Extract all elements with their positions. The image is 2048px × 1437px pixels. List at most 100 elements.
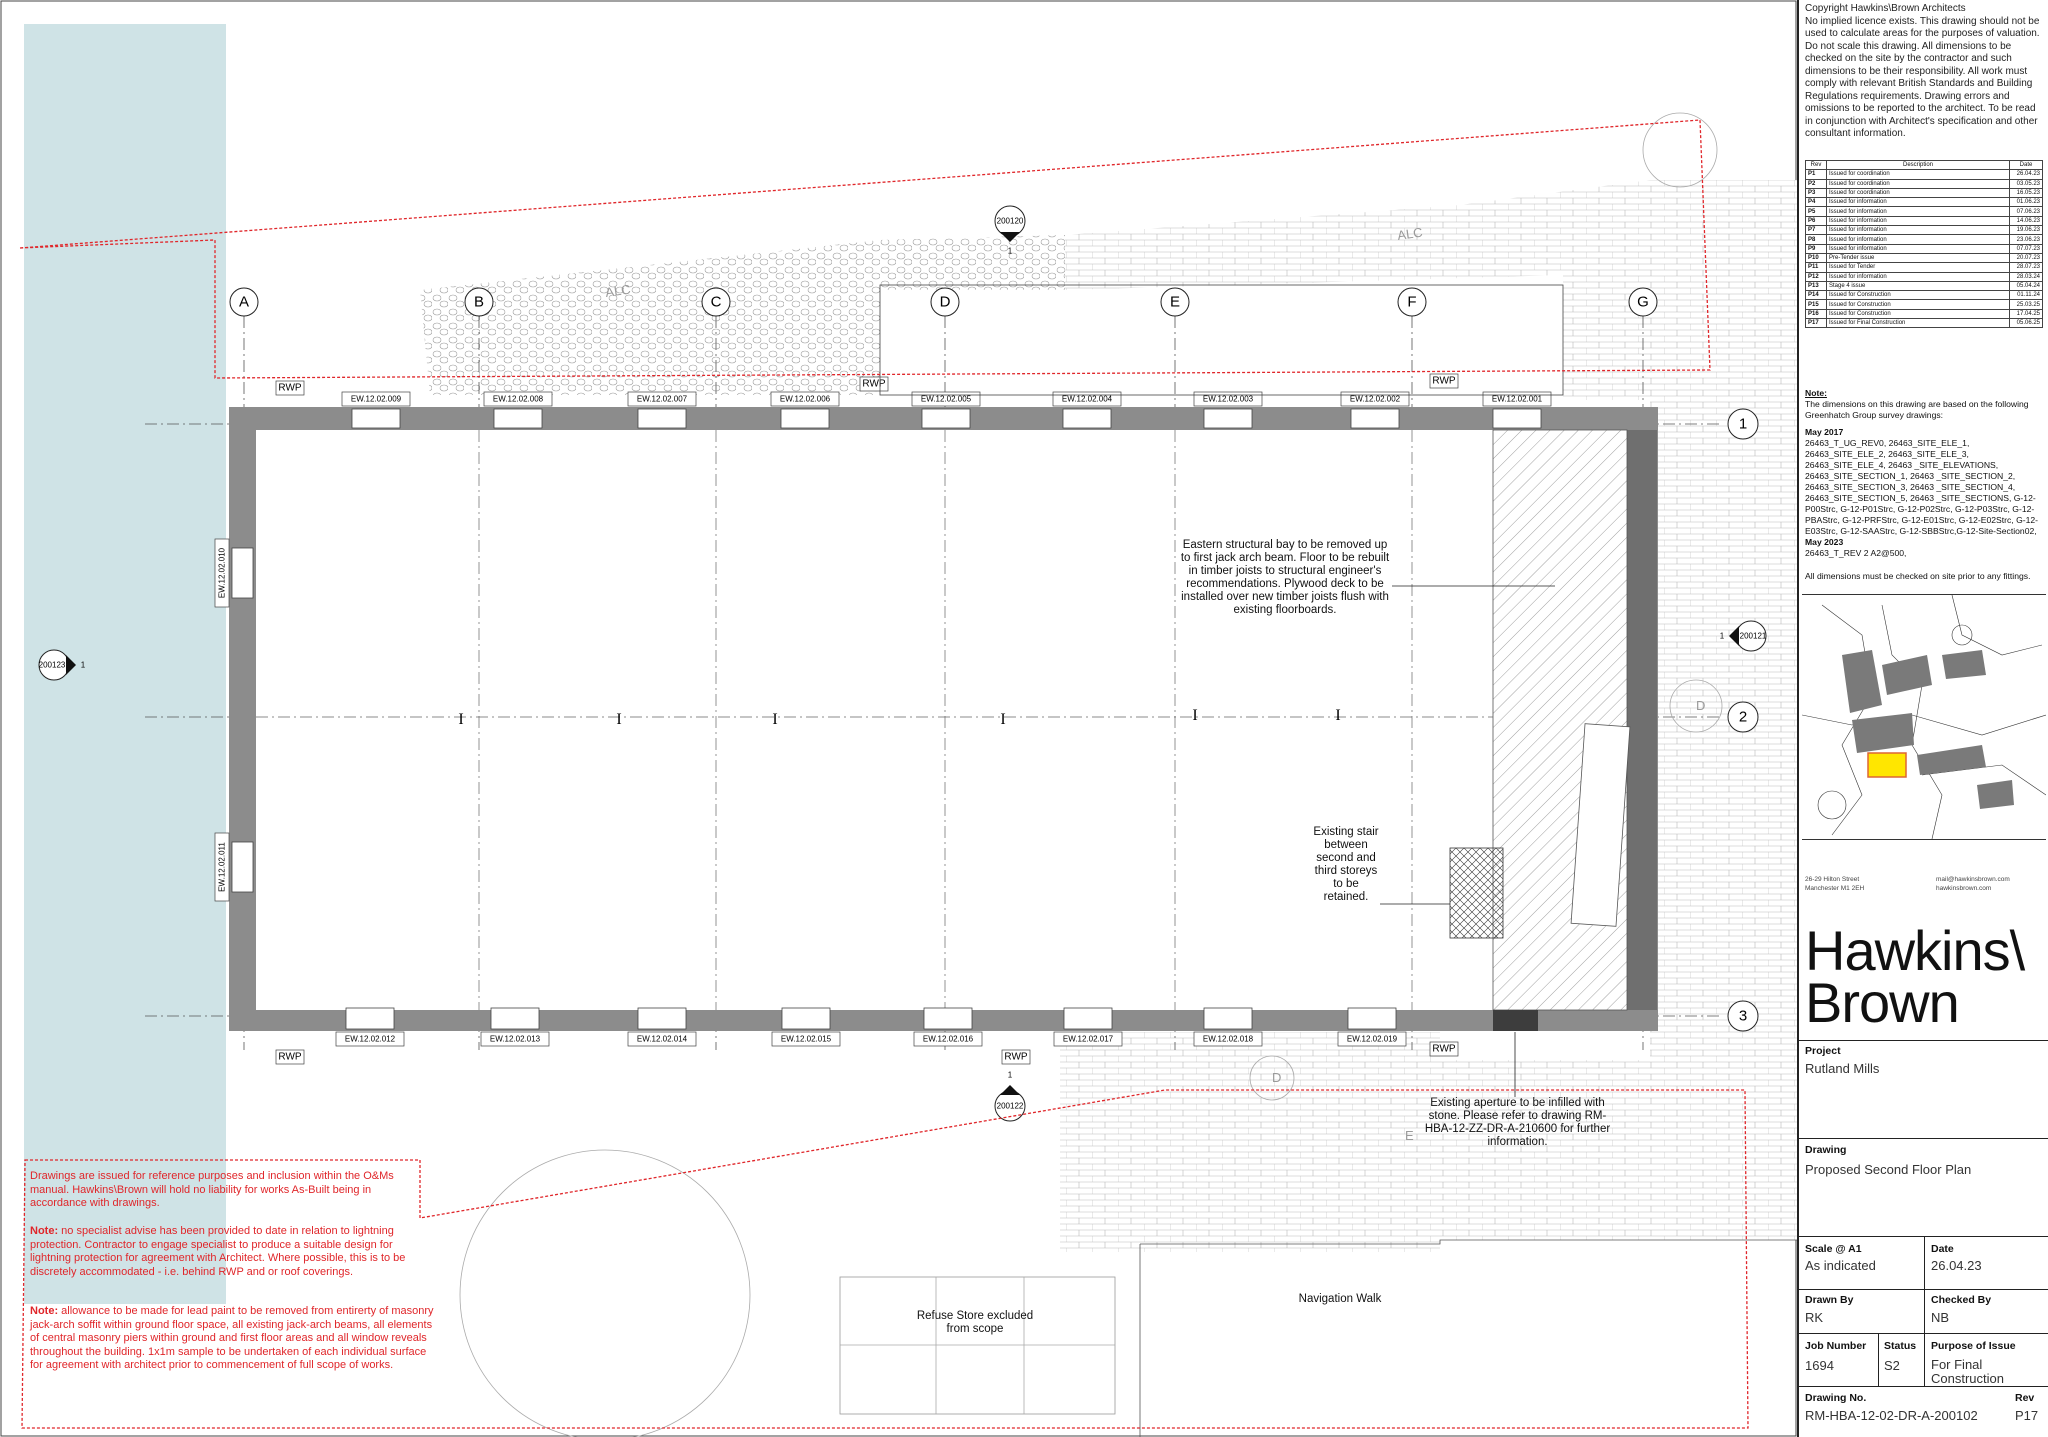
revision-cell: Pre-Tender issue	[1826, 252, 2010, 264]
project-box	[1799, 1040, 2048, 1041]
logo-line-2: Brown	[1805, 971, 1960, 1034]
rwp-tag: RWP	[278, 383, 301, 394]
south-window-tag: EW.12.02.012	[345, 1035, 396, 1044]
lightning-note: Note: no specialist advise has been prov…	[30, 1225, 415, 1279]
notes-may2017: May 2017	[1805, 427, 1844, 437]
notes-may2017-list: 26463_T_UG_REV0, 26463_SITE_ELE_1, 26463…	[1805, 438, 2039, 536]
grid-row-2: 2	[1739, 709, 1747, 726]
status-label: Status	[1884, 1340, 1917, 1352]
drawingno-value: RM-HBA-12-02-DR-A-200102	[1805, 1408, 1978, 1423]
refuse-store-note: Refuse Store excluded from scope	[916, 1310, 1034, 1335]
revision-cell: P14	[1805, 290, 1827, 301]
revision-cell: Issued for information	[1826, 215, 2010, 227]
north-window-tag: EW.12.02.009	[351, 395, 402, 404]
section-num-right: 1	[1720, 632, 1725, 641]
drawing-label: Drawing	[1805, 1144, 1847, 1156]
revision-cell: P13	[1805, 280, 1827, 292]
revision-cell: 23.06.23	[2009, 234, 2043, 245]
survey-notes: Note: The dimensions on this drawing are…	[1805, 388, 2045, 582]
revision-cell: P17	[1805, 318, 1827, 329]
grid-column-e: E	[1170, 294, 1180, 311]
revision-cell: 07.07.23	[2009, 243, 2043, 254]
revision-cell: P3	[1805, 187, 1827, 199]
drawn-label: Drawn By	[1805, 1294, 1854, 1306]
grid-column-d: D	[940, 294, 951, 311]
scale-value: As indicated	[1805, 1258, 1876, 1273]
west-window-tag: EW.12.02.011	[218, 842, 227, 892]
revision-cell: Stage 4 issue	[1826, 280, 2010, 292]
revision-cell: Issued for coordination	[1826, 187, 2010, 199]
svg-text:ALC: ALC	[1396, 225, 1423, 243]
aperture-note: Existing aperture to be infilled with st…	[1424, 1097, 1611, 1148]
grid-column-a: A	[239, 294, 249, 311]
key-plan	[1802, 594, 2046, 840]
purpose-value: For Final Construction	[1931, 1357, 2004, 1386]
svg-text:D: D	[1272, 1070, 1281, 1085]
section-ref-bottom: 200122	[997, 1102, 1024, 1111]
office-web: mail@hawkinsbrown.com hawkinsbrown.com	[1936, 876, 2010, 892]
rwp-tag: RWP	[1432, 1044, 1455, 1055]
revision-cell: Issued for Construction	[1826, 299, 2010, 310]
drawn-box	[1799, 1289, 2048, 1290]
revision-cell: Issued for information	[1826, 225, 2010, 236]
revision-cell: Issued for Construction	[1826, 308, 2010, 320]
revision-cell: 25.03.25	[2009, 299, 2043, 310]
south-window-tag: EW.12.02.017	[1063, 1035, 1114, 1044]
site-labels: ALC ALC D D E	[604, 225, 1705, 1143]
grid-column-f: F	[1407, 294, 1416, 311]
aperture-infill	[1493, 1010, 1538, 1031]
south-windows	[345, 1007, 1397, 1030]
rwp-tag: RWP	[1004, 1052, 1027, 1063]
revision-cell: Issued for information	[1826, 243, 2010, 254]
svg-text:E: E	[1405, 1128, 1414, 1143]
svg-text:I: I	[1192, 707, 1197, 724]
svg-text:D: D	[1696, 698, 1705, 713]
grid-lines-interior	[256, 430, 1493, 1010]
building-interior	[256, 430, 1628, 1010]
leader-lines	[1380, 585, 1555, 1097]
revision-cell: P6	[1805, 215, 1827, 227]
svg-text:I: I	[1000, 711, 1005, 728]
section-marker-left: 200123 1	[38, 649, 86, 681]
lead-paint-note-text: allowance to be made for lead paint to b…	[30, 1305, 434, 1372]
revision-cell: P9	[1805, 243, 1827, 254]
north-window-tag: EW.12.02.008	[493, 395, 544, 404]
south-paving	[1060, 1032, 1440, 1252]
revision-cell: P16	[1805, 308, 1827, 320]
section-marker-right: 200121 1	[1720, 620, 1767, 652]
revision-cell: 17.04.25	[2009, 308, 2043, 320]
revision-cell: 14.06.23	[2009, 215, 2043, 227]
revision-cell: 01.06.23	[2009, 197, 2043, 208]
svg-text:I: I	[458, 711, 463, 728]
grid-column-g: G	[1637, 294, 1649, 311]
svg-text:I: I	[1335, 707, 1340, 724]
section-marker-bottom: 200122 1	[994, 1071, 1026, 1122]
revision-cell: 28.03.24	[2009, 271, 2043, 282]
revision-cell: P15	[1805, 299, 1827, 310]
drawingno-label: Drawing No.	[1805, 1392, 1867, 1404]
revision-cell: 26.04.23	[2009, 169, 2043, 180]
project-value: Rutland Mills	[1805, 1061, 1880, 1076]
copyright-notice: Copyright Hawkins\Brown Architects No im…	[1805, 3, 2040, 139]
south-east-paving	[1440, 1060, 1797, 1240]
rwp-tag: RWP	[862, 379, 885, 390]
revision-cell: Issued for coordination	[1826, 169, 2010, 180]
south-window-tag: EW.12.02.014	[637, 1035, 688, 1044]
section-num-top: 1	[1008, 247, 1013, 256]
revision-cell: Issued for coordination	[1826, 178, 2010, 189]
notes-title: Note:	[1805, 388, 1827, 398]
purpose-label: Purpose of Issue	[1931, 1340, 2016, 1352]
section-ref-right: 200121	[1740, 632, 1767, 641]
